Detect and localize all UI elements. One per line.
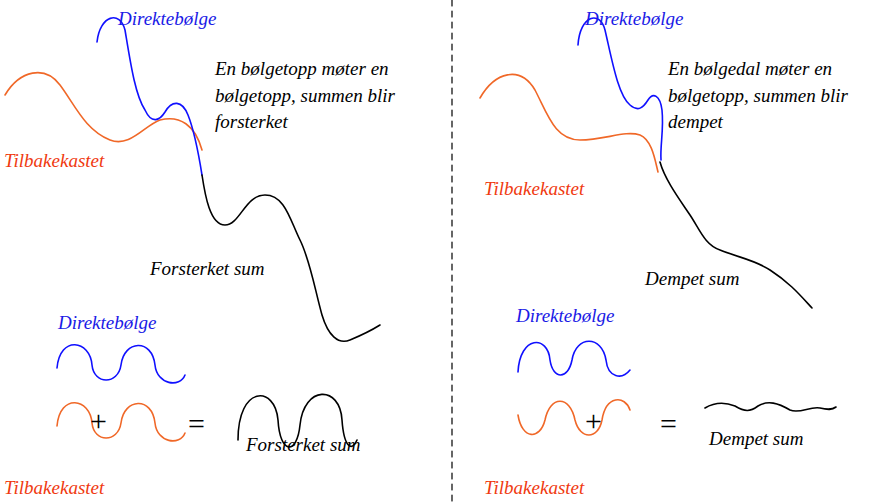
wave-name: Tilbakekastet	[4, 475, 104, 502]
operator-sign: +	[90, 400, 107, 442]
reflected-wave	[480, 74, 658, 172]
wave-name: Direktebølge	[516, 303, 614, 330]
operator-sign: +	[585, 400, 602, 442]
reflected-wave	[518, 400, 630, 435]
operator-sign: =	[188, 403, 205, 445]
operator-sign: =	[660, 403, 677, 445]
divider-line	[451, 0, 452, 504]
note-text: En bølgedal møter en bølgetopp, summen b…	[668, 56, 880, 136]
direct-wave	[57, 345, 185, 383]
wave-name: Tilbakekastet	[4, 148, 104, 175]
sum-label: Dempet sum	[709, 426, 803, 453]
direct-wave	[518, 341, 630, 376]
sum-label: Forsterket sum	[150, 256, 265, 283]
reflected-wave	[5, 73, 202, 150]
sum-wave	[705, 403, 836, 411]
wave-name: Direktebølge	[118, 6, 216, 33]
reflected-wave	[57, 403, 185, 441]
sum-label: Forsterket sum	[246, 432, 361, 459]
wave-name: Tilbakekastet	[484, 475, 584, 502]
note-text: En bølgetopp møter en bølgetopp, summen …	[215, 56, 460, 136]
wave-name: Direktebølge	[585, 6, 683, 33]
direct-wave	[578, 18, 663, 160]
direct-wave	[97, 18, 202, 175]
wave-name: Direktebølge	[58, 310, 156, 337]
wave-name: Tilbakekastet	[484, 176, 584, 203]
sum-label: Dempet sum	[645, 266, 739, 293]
